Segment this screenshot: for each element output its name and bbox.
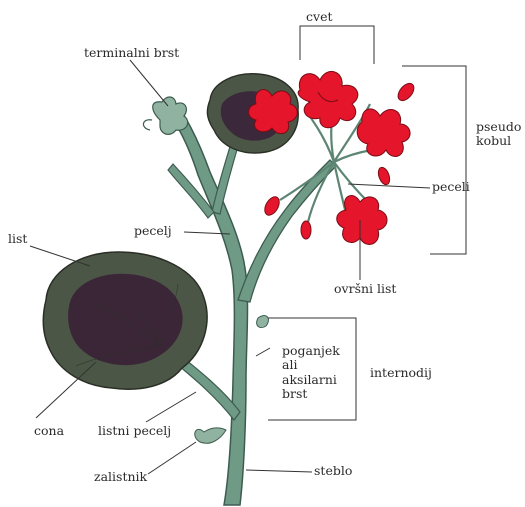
- label-petiole: pecelj: [134, 224, 172, 238]
- stipule: [195, 428, 226, 443]
- flower-bud: [395, 80, 417, 103]
- label-zone: cona: [34, 424, 64, 438]
- flower: [357, 109, 410, 157]
- flower-bud: [376, 166, 392, 186]
- label-pseudo-umbel: pseudo kobul: [476, 120, 524, 149]
- label-flower: cvet: [306, 10, 332, 24]
- label-apical-leaf: ovršni list: [334, 282, 396, 296]
- label-terminal-bud: terminalni brst: [84, 46, 179, 60]
- label-internode: internodij: [370, 366, 432, 380]
- label-stem: steblo: [314, 464, 352, 478]
- flower: [337, 196, 387, 245]
- flower-bud: [262, 194, 282, 217]
- label-stipule: zalistnik: [94, 470, 147, 484]
- bract-node: [257, 316, 269, 328]
- upper-leaf-petiole: [212, 140, 239, 214]
- label-leaf-petiole: listni pecelj: [98, 424, 171, 438]
- label-pedicels: peceli: [432, 180, 470, 194]
- label-axillary-shoot: poganjek ali aksilarni brst: [282, 344, 348, 402]
- flower-branch: [238, 160, 336, 302]
- flower-bud: [301, 221, 311, 239]
- label-leaf: list: [8, 232, 27, 246]
- flower: [298, 71, 358, 127]
